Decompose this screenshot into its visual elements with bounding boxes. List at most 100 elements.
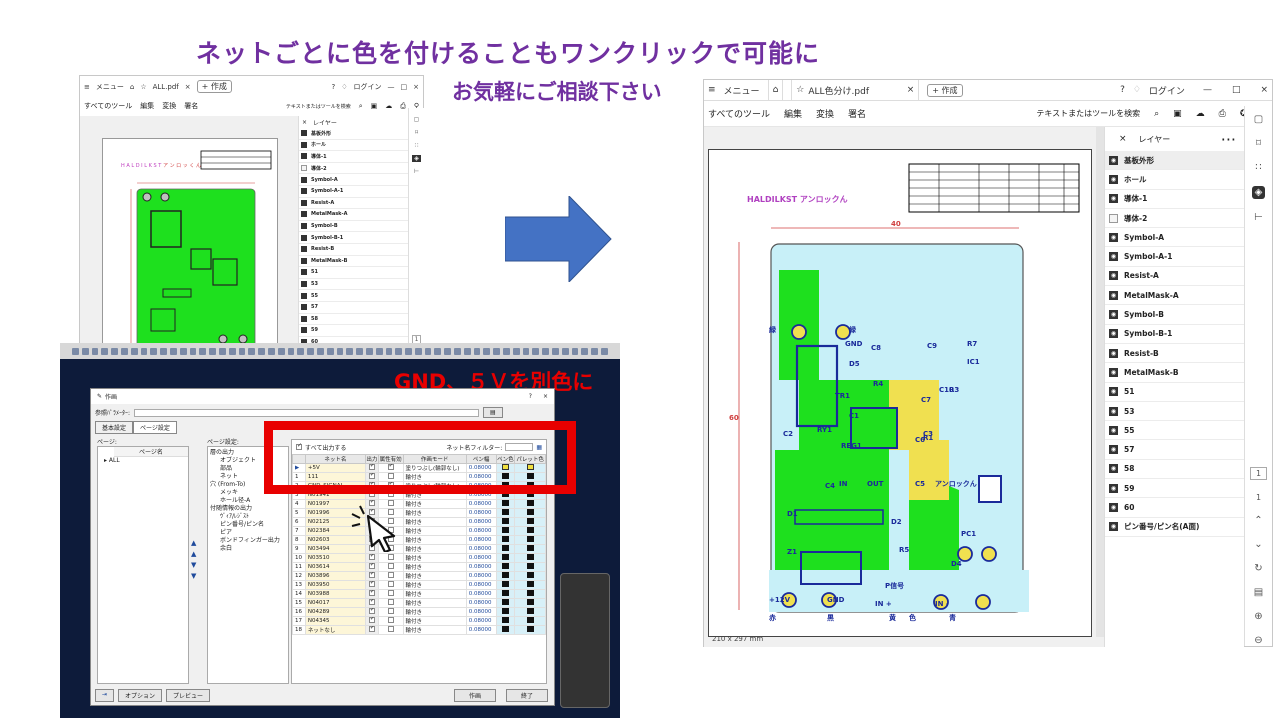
palette-color-swatch[interactable] xyxy=(526,590,534,596)
palette-color-swatch[interactable] xyxy=(526,563,534,569)
menu-icon[interactable]: ≡ xyxy=(708,85,716,95)
tool-edit[interactable]: 編集 xyxy=(140,102,155,110)
tree-icon[interactable]: ⊢ xyxy=(413,168,420,175)
option-button[interactable]: オプション xyxy=(118,689,163,702)
tool-icon[interactable] xyxy=(307,347,314,355)
tool-icon[interactable] xyxy=(326,347,334,355)
eye-icon[interactable]: ◉ xyxy=(1109,367,1118,377)
move-down-icon[interactable]: ▼ xyxy=(191,561,197,569)
tree-item[interactable]: 穴 (From-To) xyxy=(210,481,246,488)
attr-checkbox[interactable] xyxy=(387,608,394,614)
refresh-icon[interactable]: ↻ xyxy=(1254,563,1263,574)
chevron-down-icon[interactable]: ⌄ xyxy=(1254,539,1263,550)
layer-row[interactable]: ◉51 xyxy=(1105,383,1244,402)
tool-sign[interactable]: 署名 xyxy=(184,102,199,110)
tool-icon[interactable] xyxy=(356,347,363,355)
more-icon[interactable]: ··· xyxy=(1220,129,1236,149)
pen-color-swatch[interactable] xyxy=(501,608,509,614)
tool-edit[interactable]: 編集 xyxy=(784,110,803,120)
help-icon[interactable]: ? xyxy=(331,82,336,91)
create-button[interactable]: + 作成 xyxy=(927,83,963,97)
layer-row[interactable]: ホール xyxy=(299,140,408,152)
tool-icon[interactable] xyxy=(503,347,510,355)
star-icon[interactable]: ☆ xyxy=(796,85,805,95)
output-all-checkbox[interactable] xyxy=(296,442,302,450)
pen-color-swatch[interactable] xyxy=(501,509,509,515)
attr-checkbox[interactable] xyxy=(387,554,394,560)
upload-icon[interactable]: ☁ xyxy=(385,102,393,110)
net-filter-select[interactable] xyxy=(505,443,534,451)
layer-row[interactable]: 55 xyxy=(299,290,408,302)
palette-color-swatch[interactable] xyxy=(526,518,534,524)
tool-icon[interactable] xyxy=(581,347,589,355)
attr-checkbox[interactable] xyxy=(387,626,394,632)
search-icon[interactable]: ⌕ xyxy=(358,101,363,110)
tool-icon[interactable] xyxy=(316,347,324,355)
tool-icon[interactable] xyxy=(91,347,99,355)
tool-convert[interactable]: 変換 xyxy=(162,102,177,110)
page-item[interactable]: ▸ ALL xyxy=(104,457,120,464)
palette-color-swatch[interactable] xyxy=(526,536,534,542)
eye-icon[interactable]: ◉ xyxy=(1109,425,1118,435)
eye-icon[interactable] xyxy=(301,234,307,241)
star-icon[interactable]: ☆ xyxy=(140,82,147,91)
table-row[interactable]: 11N03614輪付き0.08000 xyxy=(292,562,546,572)
tree-item[interactable]: 部品 xyxy=(220,465,233,472)
eye-icon[interactable] xyxy=(301,141,307,148)
tree-item[interactable]: 層の出力 xyxy=(210,449,235,456)
pen-color-swatch[interactable] xyxy=(501,491,509,497)
layer-row[interactable]: Symbol-B-1 xyxy=(299,232,408,244)
tool-icon[interactable] xyxy=(405,347,412,355)
eye-icon[interactable]: ◉ xyxy=(1109,155,1118,165)
eye-icon[interactable]: ◉ xyxy=(1109,271,1118,281)
tool-icon[interactable] xyxy=(444,347,452,355)
print-icon[interactable]: ⎙ xyxy=(400,101,406,110)
pen-color-swatch[interactable] xyxy=(501,518,509,524)
checkbox-icon[interactable] xyxy=(1109,213,1118,223)
tool-icon[interactable] xyxy=(571,347,579,355)
layer-row[interactable]: MetalMask-A xyxy=(299,209,408,221)
tool-icon[interactable] xyxy=(365,347,373,355)
tool-icon[interactable] xyxy=(512,347,520,355)
tool-icon[interactable] xyxy=(160,347,167,355)
tool-icon[interactable] xyxy=(463,347,471,355)
tool-icon[interactable] xyxy=(179,347,187,355)
eye-icon[interactable]: ◉ xyxy=(1109,194,1118,204)
eye-icon[interactable]: ◉ xyxy=(1109,464,1118,474)
eye-icon[interactable]: ◉ xyxy=(1109,406,1118,416)
tool-convert[interactable]: 変換 xyxy=(816,110,835,120)
eye-icon[interactable] xyxy=(301,165,307,172)
table-row[interactable]: 5N01996輪付き0.08000 xyxy=(292,508,546,518)
close-button[interactable]: 終了 xyxy=(505,689,548,702)
layer-row[interactable]: ◉ピン番号/ピン名(A面) xyxy=(1105,518,1244,537)
layer-row[interactable]: ◉57 xyxy=(1105,440,1244,460)
layer-row[interactable]: 59 xyxy=(299,325,408,337)
tool-icon[interactable] xyxy=(552,347,559,355)
layer-row[interactable]: ◉Resist-A xyxy=(1105,267,1244,287)
bell-icon[interactable]: ♢ xyxy=(1132,85,1141,95)
attr-checkbox[interactable] xyxy=(387,500,394,506)
eye-icon[interactable]: ◉ xyxy=(1109,502,1118,512)
attr-checkbox[interactable] xyxy=(387,617,394,623)
draw-button[interactable]: 作画 xyxy=(453,689,496,702)
table-row[interactable]: 4N01997輪付き0.08000 xyxy=(292,499,546,509)
menu-icon[interactable]: ≡ xyxy=(84,82,90,91)
tool-icon[interactable] xyxy=(601,347,608,355)
tool-icon[interactable] xyxy=(101,347,109,355)
login-button[interactable]: ログイン xyxy=(353,82,382,91)
layer-row[interactable]: ◉55 xyxy=(1105,421,1244,441)
pen-color-swatch[interactable] xyxy=(501,599,509,605)
preview-button[interactable]: プレビュー xyxy=(166,689,211,702)
pen-color-swatch[interactable] xyxy=(501,563,509,569)
zoom-in-icon[interactable]: ⊕ xyxy=(1254,611,1263,622)
eye-icon[interactable] xyxy=(301,188,307,195)
tool-sign[interactable]: 署名 xyxy=(848,110,867,120)
output-checkbox[interactable] xyxy=(368,509,375,515)
maximize-icon[interactable]: □ xyxy=(400,82,408,91)
help-icon[interactable]: ? xyxy=(1120,85,1125,95)
eye-icon[interactable]: ◉ xyxy=(1109,348,1118,358)
palette-color-swatch[interactable] xyxy=(526,626,534,632)
tool-icon[interactable] xyxy=(140,347,148,355)
layer-row[interactable]: 導体-1 xyxy=(299,151,408,163)
minimize-icon[interactable]: — xyxy=(387,82,395,91)
